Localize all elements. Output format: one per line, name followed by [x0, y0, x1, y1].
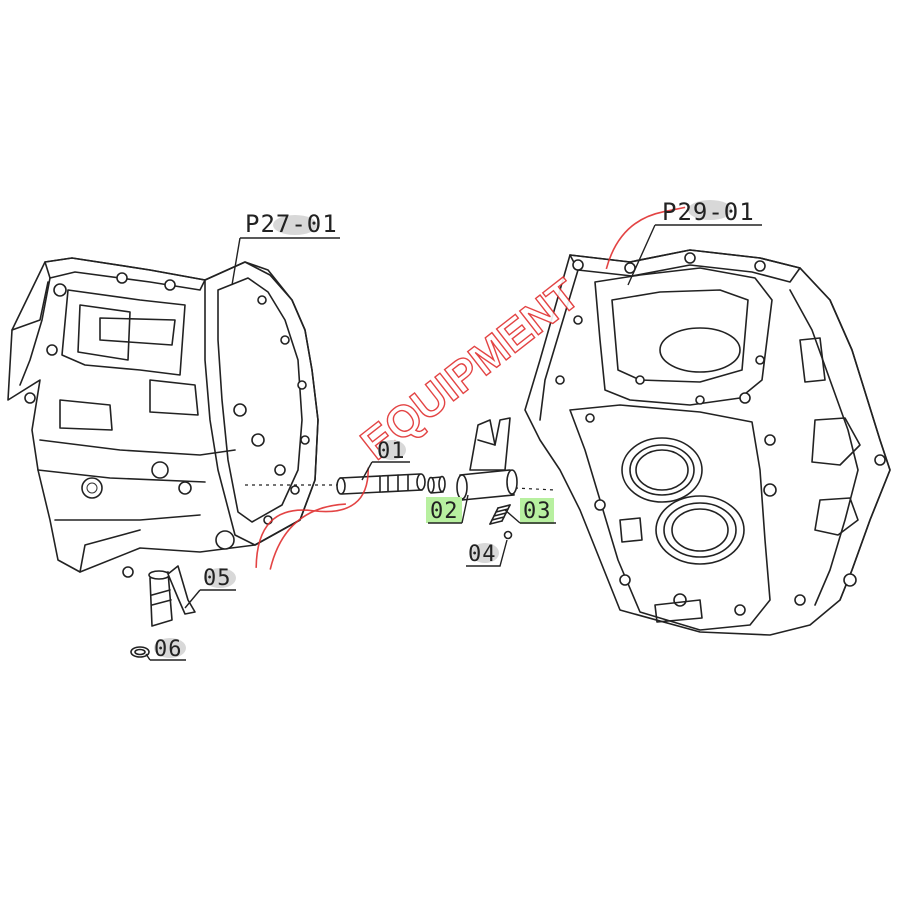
part-03-spring — [489, 504, 511, 525]
label-bg-06 — [154, 638, 186, 658]
leader-06 — [145, 653, 186, 661]
leader-p29 — [627, 224, 762, 286]
part-05-lever-shaft — [148, 565, 196, 627]
highlight-03 — [520, 498, 554, 524]
label-bg-01 — [378, 440, 406, 460]
label-part-01: 01 — [377, 439, 406, 464]
label-bg-04 — [471, 543, 499, 563]
leader-05 — [184, 589, 236, 609]
label-part-04: 04 — [468, 542, 497, 567]
label-bg-p27 — [273, 215, 317, 235]
label-part-03: 03 — [523, 499, 552, 524]
part-02-collar — [427, 475, 446, 494]
label-part-02: 02 — [430, 499, 459, 524]
shift-fork — [456, 417, 518, 501]
leader-02 — [428, 494, 469, 524]
label-part-05: 05 — [203, 566, 232, 591]
label-assembly-p27: P27-01 — [245, 210, 338, 238]
label-bg-05 — [204, 568, 236, 588]
left-housing — [7, 257, 319, 578]
part-06-o-ring — [130, 646, 150, 658]
right-housing — [524, 249, 891, 636]
label-assembly-p29: P29-01 — [662, 198, 755, 226]
leader-p27 — [231, 237, 340, 286]
part-01-shift-rod — [336, 473, 426, 495]
leader-03 — [504, 509, 556, 524]
leader-04 — [466, 539, 508, 567]
part-04-ball — [503, 530, 513, 540]
label-part-06: 06 — [154, 637, 183, 662]
leader-01 — [361, 461, 410, 481]
label-bg-p29 — [688, 200, 732, 220]
assembly-axis-line-right — [514, 487, 556, 491]
highlight-02 — [426, 497, 462, 523]
